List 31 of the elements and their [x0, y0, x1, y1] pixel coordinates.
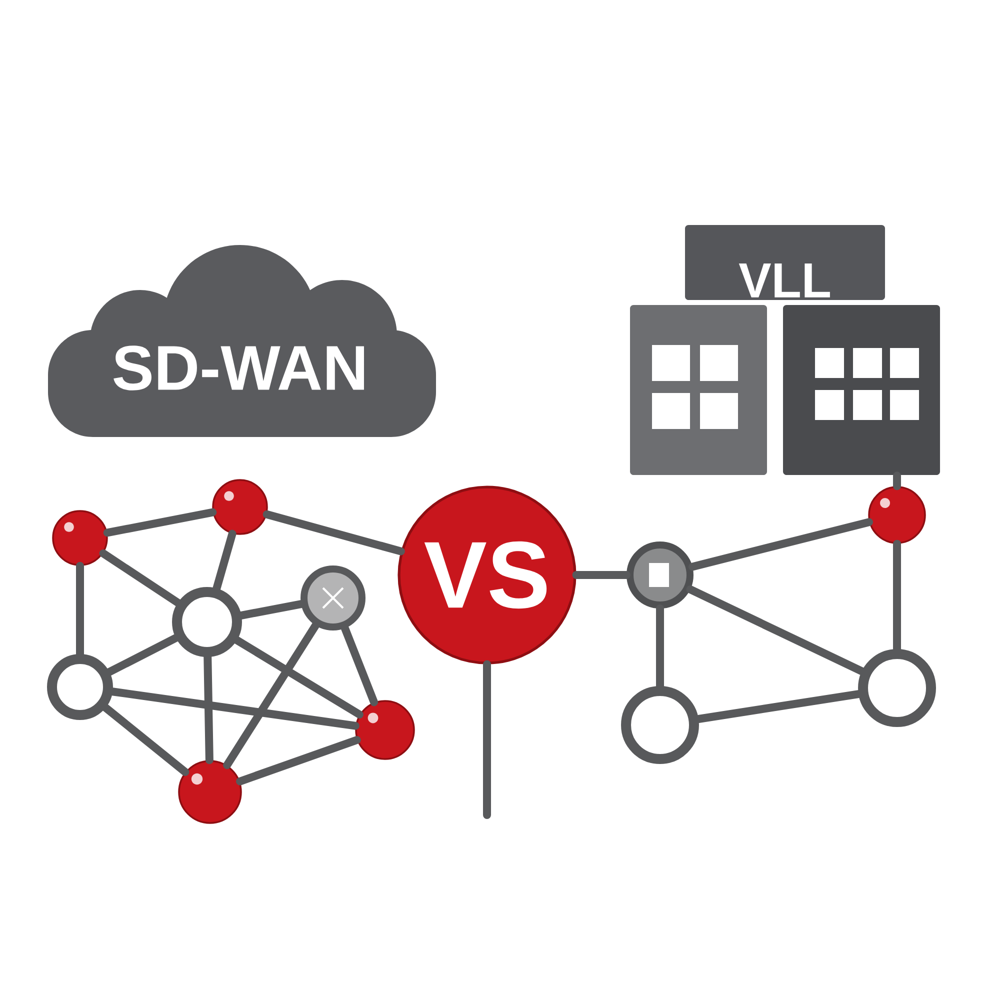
connector-line	[483, 660, 491, 819]
network-node	[178, 760, 242, 824]
connector-line	[99, 549, 182, 607]
connector-line	[686, 585, 866, 676]
connector-line	[212, 530, 236, 592]
connector-line	[232, 636, 364, 718]
network-node	[212, 479, 268, 535]
connector-line	[688, 518, 874, 571]
connector-line	[572, 571, 631, 579]
connector-line	[103, 508, 217, 537]
connector-line	[694, 690, 862, 723]
vs-badge: VS	[398, 486, 576, 664]
connector-line	[108, 688, 360, 730]
connector-line	[105, 634, 180, 676]
building-drawing: VLL	[630, 225, 940, 475]
network-node	[621, 686, 699, 764]
network-node	[172, 587, 242, 657]
network-node	[52, 510, 108, 566]
network-node	[858, 649, 936, 727]
network-node	[355, 700, 415, 760]
node-label: VLL	[738, 264, 830, 298]
network-node	[300, 566, 366, 630]
network-node	[626, 542, 694, 608]
connector-line	[236, 736, 361, 786]
network-node	[868, 486, 926, 544]
connector-line	[893, 472, 902, 490]
connector-line	[340, 624, 378, 706]
connector-line	[102, 704, 190, 776]
connector-line	[223, 621, 320, 770]
network-node	[47, 654, 113, 720]
connector-line	[262, 510, 405, 556]
